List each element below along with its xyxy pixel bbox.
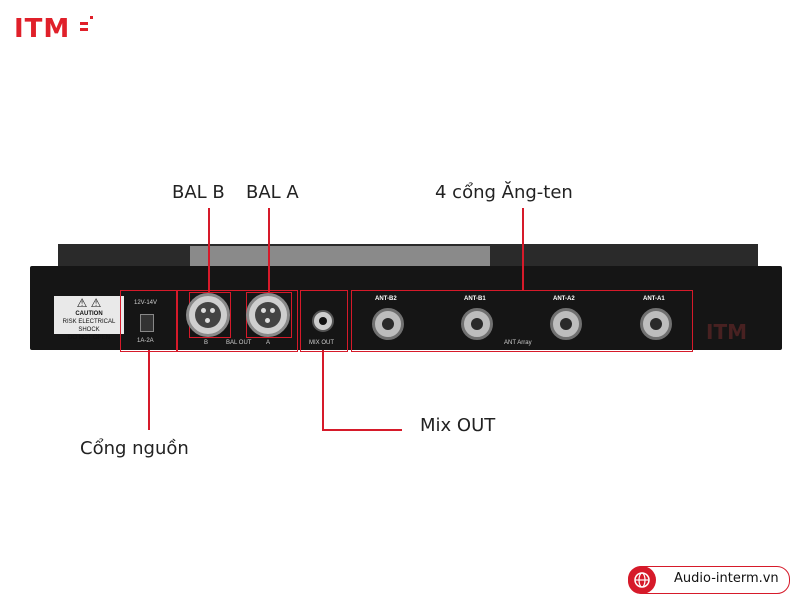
device-top-highlight <box>190 246 490 266</box>
panel-watermark: ITM <box>706 320 747 344</box>
globe-icon <box>628 566 656 594</box>
power-current: 1A-2A <box>137 338 154 344</box>
bal-out-label: BAL OUT <box>226 340 252 346</box>
callout-power: Cổng nguồn <box>80 438 189 459</box>
xlr-connector-b <box>186 293 230 337</box>
power-voltage: 12V-14V <box>134 300 158 306</box>
mix-out-callout-vline <box>322 350 324 430</box>
mix-out-label: MIX OUT <box>309 340 334 346</box>
bal-a-callout-line <box>268 208 270 292</box>
caution-label: ⚠ ⚠ CAUTION RISK ELECTRICAL SHOCK DO NOT… <box>54 296 124 341</box>
dc-power-jack <box>140 314 154 332</box>
bnc-connector-b2 <box>372 308 404 340</box>
warning-icon: ⚠ ⚠ <box>76 296 102 310</box>
ant-array-label: ANT Array <box>504 340 532 346</box>
bnc-connector-a2 <box>550 308 582 340</box>
mix-out-callout-hline <box>322 429 402 431</box>
ant-b1-label: ANT-B1 <box>464 296 486 302</box>
website-url[interactable]: Audio-interm.vn <box>674 571 779 586</box>
callout-bal-b: BAL B <box>172 182 225 203</box>
ant-b2-label: ANT-B2 <box>375 296 397 302</box>
mix-out-box <box>300 290 348 352</box>
bal-b-callout-line <box>208 208 210 292</box>
antenna-array-box <box>351 290 693 352</box>
power-callout-line <box>148 350 150 430</box>
xlr-connector-a <box>246 293 290 337</box>
caution-title: CAUTION <box>75 311 103 317</box>
callout-mix-out: Mix OUT <box>420 415 496 436</box>
callout-antenna: 4 cổng Ăng-ten <box>435 182 573 203</box>
bal-out-a-label: A <box>266 340 271 346</box>
bal-out-b-label: B <box>204 340 209 346</box>
brand-logo: ITM <box>14 14 71 44</box>
bnc-connector-b1 <box>461 308 493 340</box>
logo-mark-icon <box>80 16 93 31</box>
caution-line-1: RISK ELECTRICAL SHOCK <box>62 319 116 333</box>
caution-line-2: DO NOT OPEN <box>68 335 110 341</box>
ant-a1-label: ANT-A1 <box>643 296 665 302</box>
callout-bal-a: BAL A <box>246 182 299 203</box>
mix-out-jack <box>312 310 334 332</box>
bal-out-box <box>177 290 298 352</box>
antenna-callout-line <box>522 208 524 290</box>
ant-a2-label: ANT-A2 <box>553 296 575 302</box>
bnc-connector-a1 <box>640 308 672 340</box>
